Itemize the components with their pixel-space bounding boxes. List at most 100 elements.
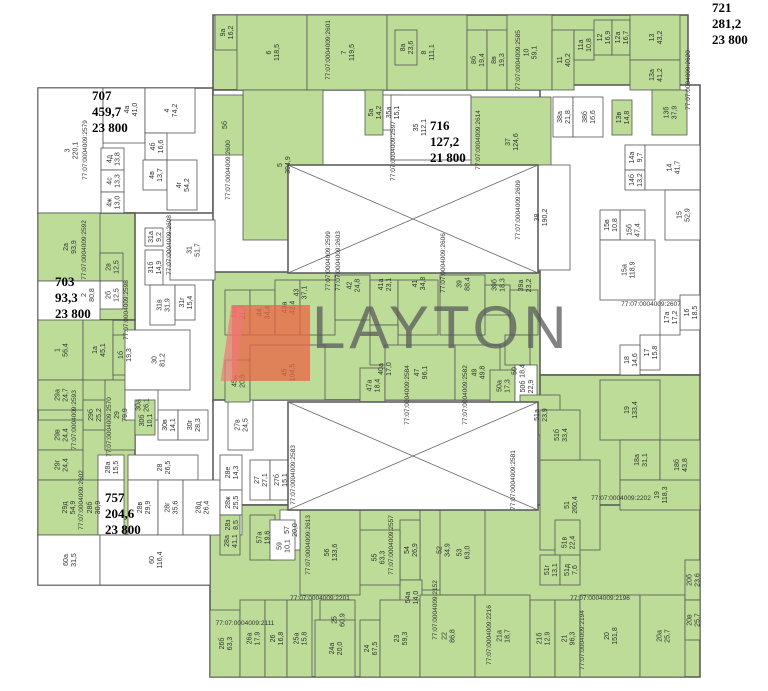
layton-logo-text: LAYTON bbox=[312, 294, 571, 361]
room-outline bbox=[142, 159, 168, 191]
room-number: 26а bbox=[247, 633, 254, 645]
room-area: 63,0 bbox=[465, 546, 472, 560]
room-label-group: 5720,0 bbox=[284, 523, 299, 537]
room-number: 30в bbox=[162, 419, 169, 431]
cadastral-number: 77:07:0004009:2557 bbox=[388, 515, 395, 575]
room-number: 19 bbox=[654, 491, 661, 499]
room-outline bbox=[629, 14, 681, 61]
room-outline bbox=[484, 284, 511, 316]
room-area: 63,3 bbox=[380, 551, 387, 565]
room-label-group: 5563,3 bbox=[372, 551, 387, 565]
room-number: 29д bbox=[62, 502, 69, 514]
room-label-group: 1б19,3 bbox=[117, 348, 133, 362]
cadastral-number: 77:07:0004009:2202 bbox=[591, 495, 651, 502]
room-area: 54,9 bbox=[70, 501, 77, 515]
room-label-group: 54а14,0 bbox=[405, 591, 420, 605]
room-area: 15,1 bbox=[394, 106, 401, 120]
cadastral-label-group: 77:07:0004009:2194 bbox=[579, 610, 586, 670]
room-number: 50 bbox=[512, 367, 519, 375]
room-number: 38а bbox=[557, 111, 564, 123]
room-label: 5563,3 bbox=[372, 551, 387, 565]
room-label-group: 1140,2 bbox=[557, 53, 572, 67]
room-label-group: 30г28,3 bbox=[187, 418, 202, 432]
room-label: 47а18,4 bbox=[367, 379, 382, 393]
room-number: 14 bbox=[667, 164, 674, 172]
room-number: 41 bbox=[412, 280, 419, 288]
room-outline bbox=[619, 344, 641, 376]
room-area: 93,9 bbox=[71, 240, 78, 254]
room-label: 31в31,9 bbox=[157, 298, 172, 312]
room-label: 8в19,3 bbox=[491, 53, 506, 67]
room-outline bbox=[369, 279, 399, 326]
room-outline bbox=[174, 284, 196, 321]
room-area: 52,9 bbox=[685, 208, 692, 222]
room-area: 23,6 bbox=[408, 41, 415, 55]
room-label: 28г35,6 bbox=[165, 501, 180, 515]
room-area: 15,8 bbox=[302, 632, 309, 646]
room-number: 50б bbox=[519, 381, 527, 393]
room-number: 5 bbox=[277, 163, 284, 167]
room-label: 39а23,2 bbox=[518, 279, 533, 293]
room-label: 38190,2 bbox=[534, 209, 549, 227]
room-label-group: 30б10,1 bbox=[138, 414, 154, 428]
cadastral-label-group: 77:07:0004009:2196 bbox=[570, 595, 630, 602]
room-label-group: 28з8,5 bbox=[225, 520, 240, 531]
room-outline bbox=[611, 99, 633, 136]
room-area: 190,2 bbox=[542, 209, 549, 227]
room-number: 56 bbox=[324, 549, 331, 557]
cadastral-number: 77:07:0004009:2603 bbox=[335, 231, 342, 291]
room-outline bbox=[559, 554, 581, 586]
room-label-group: 30в14,1 bbox=[162, 418, 177, 432]
room-number: 6 bbox=[266, 50, 273, 54]
room-outline bbox=[644, 144, 701, 191]
room-label-group: 28б30,9 bbox=[86, 501, 102, 515]
room-label: 51а23,9 bbox=[534, 408, 549, 422]
room-number: 20в bbox=[687, 614, 694, 626]
room-label: 1б19,3 bbox=[117, 348, 133, 362]
room-area: 260,4 bbox=[572, 496, 579, 514]
room-number: 21 bbox=[562, 635, 569, 643]
room-number: 31а bbox=[148, 231, 155, 243]
room-outline bbox=[579, 594, 641, 678]
room-label-group: 50б22,9 bbox=[519, 380, 535, 394]
room-area: 118,9 bbox=[630, 261, 637, 278]
room-area: 22,9 bbox=[528, 380, 535, 394]
room-area: 59,3 bbox=[402, 632, 409, 646]
room-label-group: 8а23,6 bbox=[400, 41, 415, 55]
room-label-group: 51г13,1 bbox=[544, 563, 559, 577]
room-label: 29в24,4 bbox=[55, 428, 70, 442]
room-label: 29б25,2 bbox=[87, 408, 103, 422]
cadastral-label-group: 77:07:0004009:2111 bbox=[216, 620, 275, 627]
room-area: 26,9 bbox=[412, 543, 419, 557]
room-area: 26,5 bbox=[165, 461, 172, 475]
room-number: 28ж bbox=[225, 496, 232, 509]
room-label: 5394,9 bbox=[277, 156, 292, 174]
unit-block-707: 707 459,7 23 800 bbox=[92, 88, 128, 136]
room-outline bbox=[37, 212, 101, 282]
cadastral-label-group: 77:07:0004009:2613 bbox=[305, 515, 312, 575]
room-number: 2б bbox=[105, 291, 113, 299]
cadastral-label-group: 77:07:0004009:2583 bbox=[290, 445, 297, 505]
room-number: 28а bbox=[105, 462, 112, 474]
room-outline bbox=[157, 479, 184, 536]
room-label: 29г24,4 bbox=[55, 458, 70, 472]
room-label: 27б15,1 bbox=[273, 473, 289, 487]
room-label: 1а45,1 bbox=[92, 343, 107, 357]
room-outline bbox=[82, 319, 114, 381]
unit-area: 93,3 bbox=[55, 290, 78, 305]
room-label: 57а19,6 bbox=[257, 531, 272, 545]
room-number: 15а bbox=[622, 264, 629, 276]
room-outline bbox=[37, 319, 84, 381]
room-number: 8в bbox=[491, 56, 498, 64]
room-label-group: 24а20,0 bbox=[329, 642, 344, 656]
room-label-group: 21а18,7 bbox=[497, 629, 512, 643]
room-outline bbox=[100, 191, 125, 214]
room-number: 4в bbox=[149, 171, 156, 179]
room-outline bbox=[504, 334, 531, 366]
room-label: 31г15,4 bbox=[179, 296, 194, 310]
cadastral-label-group: 77:07:0004009:2581 bbox=[510, 450, 517, 510]
room-area: 23,9 bbox=[542, 408, 549, 422]
unit-block-716: 716 127,2 21 800 bbox=[430, 118, 466, 166]
room-area: 124,6 bbox=[513, 133, 520, 151]
